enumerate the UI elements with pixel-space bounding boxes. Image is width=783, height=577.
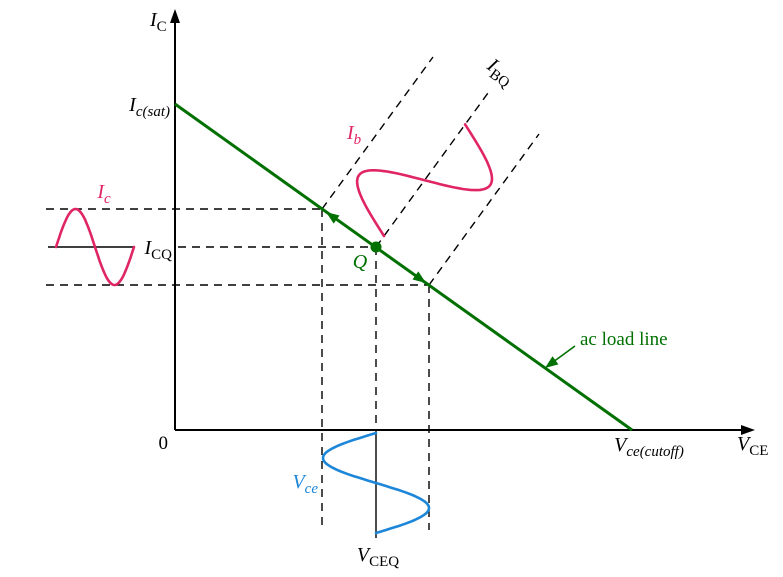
icq-label: ICQ [143,237,172,263]
waveforms [54,123,494,535]
vceq-label: VCEQ [357,544,399,570]
ibq-label: IBQ [480,54,518,92]
vce-cutoff-label: Vce(cutoff) [614,434,684,460]
ic-sat-label: Ic(sat) [128,94,170,120]
labels: IC VCE 0 Ic(sat) ICQ Vce(cutoff) VCEQ IB… [96,9,768,570]
ib-lower-diagonal-guide [428,133,540,286]
q-point-label: Q [353,251,368,273]
guide-lines [46,56,540,538]
ibq-axis-diagonal [375,92,489,248]
y-axis-label: IC [149,9,167,35]
ac-load-line [174,102,633,432]
vce-wave-label: Vce [292,471,318,497]
ib-wave-label: Ib [346,122,362,148]
ac-load-line-label: ac load line [580,329,668,350]
ib-waveform [355,123,494,238]
origin-label: 0 [159,433,169,454]
swing-arrow-downright-icon [412,271,426,283]
q-point [370,241,382,253]
ic-waveform [54,207,136,287]
vce-waveform [321,431,431,535]
load-line [174,102,633,432]
y-axis-arrowhead [170,9,180,23]
ib-upper-diagonal-guide [321,56,434,210]
axes [170,9,755,435]
ic-wave-label: Ic [96,181,111,207]
swing-arrow-upleft-icon [326,212,340,224]
x-axis-arrowhead [741,425,755,435]
x-axis-label: VCE [737,433,768,459]
load-line-pointer-arrowhead-icon [545,356,559,368]
